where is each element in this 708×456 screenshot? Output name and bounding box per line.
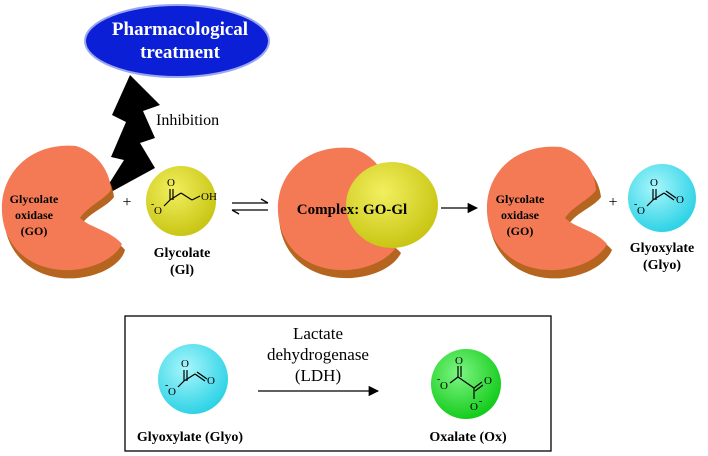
glyoxylate-label-line1: Glyoxylate	[630, 241, 695, 256]
box-glyo-o-top: O	[181, 358, 189, 370]
treatment-line1: Pharmacological	[112, 19, 248, 40]
glycolate-minus: -	[151, 199, 154, 210]
equilibrium-arrows	[231, 198, 269, 215]
oxalate-o-bottom-minus: O	[470, 401, 478, 413]
oxalate-o-right: O	[484, 375, 492, 387]
enzyme-left-line1: Glycolate	[10, 192, 59, 206]
glycolate-label-line1: Glycolate	[154, 246, 211, 261]
plus-sign-1: +	[122, 194, 131, 211]
glyoxylate-o-minus: O	[637, 205, 645, 217]
glyoxylate-label-line2: (Glyo)	[643, 258, 681, 273]
glyoxylate-minus: -	[634, 199, 637, 210]
treatment-ellipse	[84, 4, 270, 78]
enzyme-right-line2: oxidase	[501, 208, 540, 222]
box-glyo-minus: -	[165, 380, 168, 391]
inhibition-label: Inhibition	[156, 112, 219, 129]
complex-label: Complex: GO-Gl	[297, 202, 407, 218]
box-substrate-label: Glyoxylate (Glyo)	[137, 430, 243, 445]
oxalate-molecule: O O - O O -	[431, 349, 501, 419]
enzyme-right-line1: Glycolate	[496, 192, 545, 206]
glyoxylate-molecule: O O O -	[628, 164, 696, 232]
treatment-line2: treatment	[140, 42, 221, 63]
complex-go-gl: Complex: GO-Gl	[277, 147, 438, 279]
box-glyoxylate-molecule: O O O -	[158, 344, 228, 414]
enzyme-left-line2: oxidase	[15, 208, 54, 222]
glyoxylate-o-right: O	[676, 194, 684, 206]
glycolate-molecule: OH O O -	[146, 166, 217, 236]
box-glyo-o-right: O	[207, 375, 215, 387]
oxalate-minus-bottom: -	[479, 396, 482, 407]
ldh-line2: dehydrogenase	[267, 345, 369, 364]
oxalate-o-left-minus: O	[440, 380, 448, 392]
glycolate-label-line2: (Gl)	[170, 263, 194, 278]
box-product-label: Oxalate (Ox)	[429, 430, 507, 445]
glycolate-oh: OH	[201, 191, 217, 203]
enzyme-right-line3: (GO)	[507, 224, 534, 238]
ldh-line3: (LDH)	[295, 366, 341, 385]
glycolate-o-double: O	[167, 177, 175, 189]
ldh-reaction-box	[124, 315, 552, 452]
enzyme-go-left: Glycolate oxidase (GO)	[1, 145, 125, 279]
lightning-bolt-icon	[100, 75, 160, 198]
plus-sign-2: +	[608, 194, 617, 211]
oxalate-o-top: O	[455, 355, 463, 367]
ldh-line1: Lactate	[293, 324, 343, 343]
enzyme-left-line3: (GO)	[21, 224, 48, 238]
enzyme-go-right: Glycolate oxidase (GO)	[486, 146, 612, 279]
glyoxylate-o-top: O	[650, 177, 658, 189]
oxalate-minus-left: -	[437, 374, 440, 385]
glycolate-o-minus: O	[154, 205, 162, 217]
box-glyo-o-minus: O	[168, 386, 176, 398]
